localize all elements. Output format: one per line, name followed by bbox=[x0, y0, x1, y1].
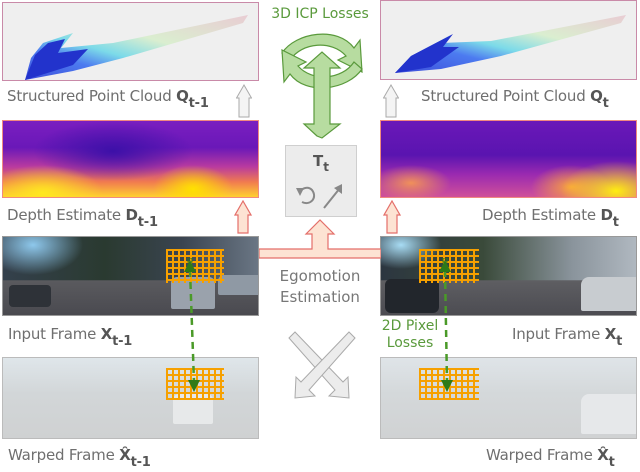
pose-box: Tt bbox=[285, 145, 357, 217]
warped-frame-prev-label: Warped Frame X̂t-1 bbox=[8, 446, 151, 470]
patch-grid bbox=[166, 249, 224, 283]
patch-grid bbox=[419, 249, 479, 283]
pixel-loss-arrow-left bbox=[184, 258, 200, 392]
point-cloud-prev-image bbox=[25, 15, 248, 80]
point-cloud-curr-image bbox=[395, 15, 626, 73]
translation-icon bbox=[323, 184, 342, 209]
point-cloud-curr-label: Structured Point Cloud Qt bbox=[421, 87, 609, 111]
rotation-icon bbox=[296, 186, 316, 204]
egomotion-connector-arrow bbox=[259, 219, 381, 259]
depth-curr-panel bbox=[380, 120, 637, 198]
point-cloud-curr-panel bbox=[380, 0, 637, 80]
input-frame-prev-panel bbox=[2, 236, 259, 316]
arrow-up-salmon-icon bbox=[234, 200, 252, 234]
arrow-up-gray-icon bbox=[383, 84, 399, 118]
pixel-losses-label: 2D Pixel Losses bbox=[381, 318, 439, 351]
arrow-up-gray-icon bbox=[236, 84, 252, 118]
warped-frame-prev-panel bbox=[2, 357, 259, 439]
warped-frame-curr-label: Warped Frame X̂t bbox=[486, 446, 615, 470]
input-frame-curr-label: Input Frame Xt bbox=[512, 325, 623, 349]
pose-icons bbox=[296, 184, 342, 209]
depth-prev-label: Depth Estimate Dt-1 bbox=[7, 206, 158, 230]
car-shape bbox=[385, 279, 439, 313]
input-frame-curr-panel bbox=[380, 236, 637, 316]
depth-prev-panel bbox=[2, 120, 259, 198]
egomotion-estimation-label: Egomotion Estimation bbox=[279, 267, 361, 306]
car-shape bbox=[581, 394, 636, 434]
point-cloud-prev-panel bbox=[2, 2, 259, 81]
input-frame-prev-label: Input Frame Xt-1 bbox=[8, 325, 133, 349]
icp-cycle-arrows-icon bbox=[281, 33, 363, 139]
car-shape bbox=[581, 277, 636, 311]
icp-losses-label: 3D ICP Losses bbox=[271, 6, 369, 22]
car-shape bbox=[218, 275, 258, 295]
point-cloud-prev-label: Structured Point Cloud Qt-1 bbox=[7, 87, 209, 111]
pixel-loss-arrow-right bbox=[439, 258, 453, 392]
arrow-up-salmon-icon bbox=[383, 200, 401, 234]
car-shape bbox=[9, 285, 51, 307]
cross-warp-arrows-icon bbox=[288, 331, 356, 399]
pose-label: Tt bbox=[313, 152, 329, 174]
warped-frame-curr-panel bbox=[380, 357, 637, 439]
depth-curr-label: Depth Estimate Dt bbox=[482, 206, 619, 230]
